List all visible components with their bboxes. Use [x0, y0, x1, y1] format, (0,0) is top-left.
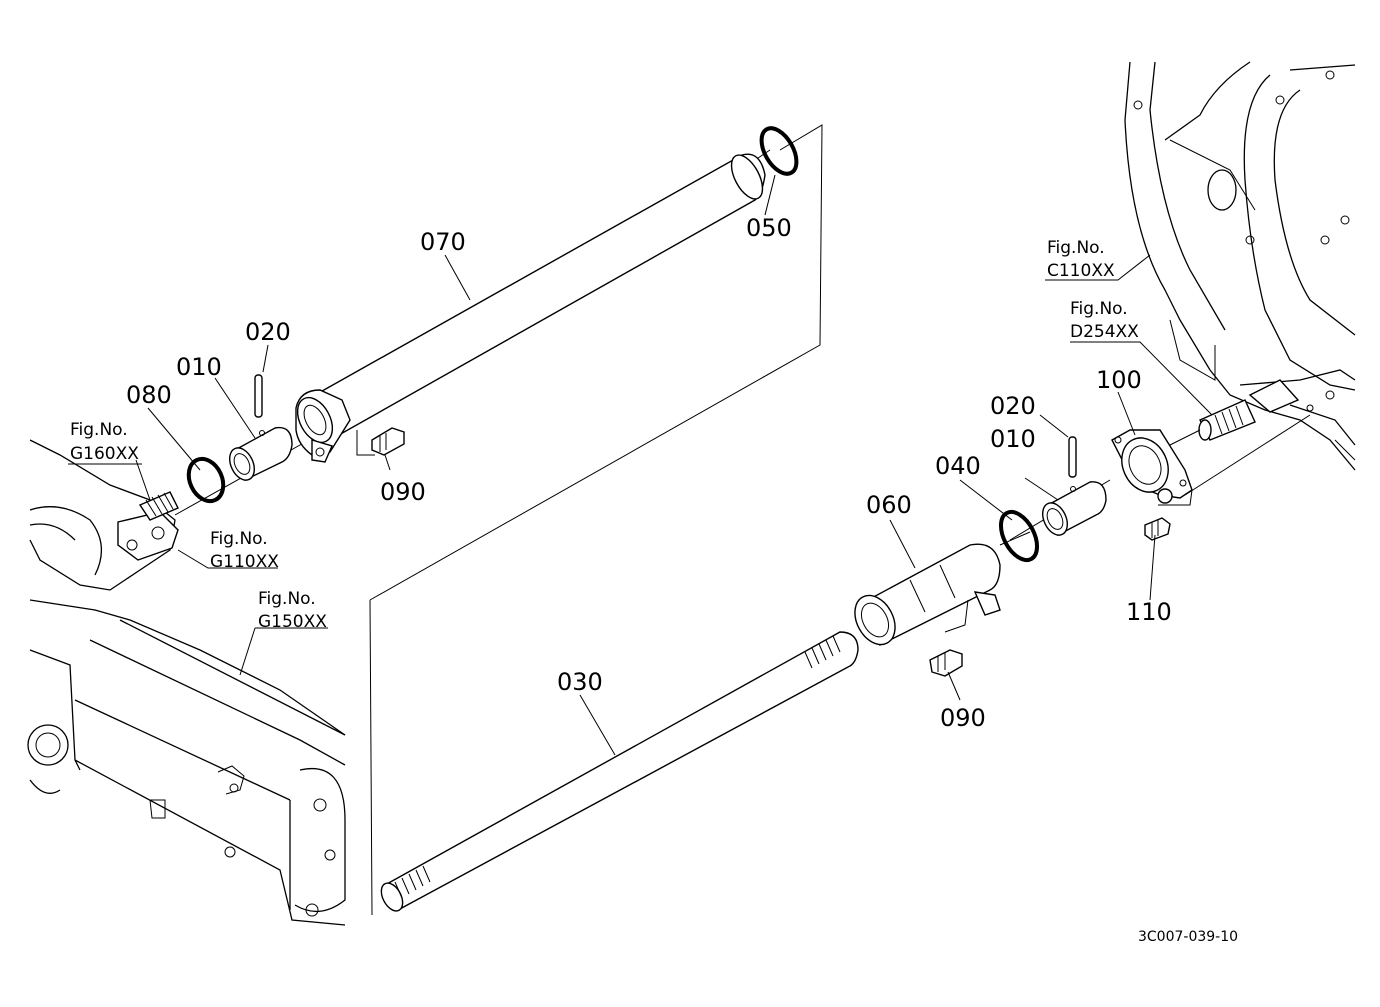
right-housing-drawing: [1124, 61, 1356, 471]
part-020-pin-right[interactable]: [1068, 436, 1077, 478]
part-090-bolt-lower[interactable]: [929, 649, 963, 677]
part-010-bushing-right[interactable]: [1038, 481, 1107, 539]
part-070-tube[interactable]: [290, 150, 768, 463]
part-110-bolt[interactable]: [1144, 517, 1171, 541]
fig-ref-g160-code: G160XX: [70, 444, 139, 464]
label-010-left: 010: [176, 353, 222, 381]
label-030: 030: [557, 668, 603, 696]
label-020-left: 020: [245, 318, 291, 346]
part-040-o-ring[interactable]: [994, 506, 1045, 566]
fig-ref-g110-code: G110XX: [210, 552, 279, 572]
part-030-shaft[interactable]: [377, 631, 859, 914]
label-100: 100: [1096, 366, 1142, 394]
part-090-bolt-upper[interactable]: [356, 427, 405, 456]
part-100-flange[interactable]: [1111, 429, 1193, 506]
label-090-upper: 090: [380, 478, 426, 506]
label-020-right: 020: [990, 392, 1036, 420]
part-050-o-ring[interactable]: [754, 122, 803, 179]
fig-ref-c110-code: C110XX: [1047, 261, 1115, 281]
fig-ref-g150-label: Fig.No.: [258, 589, 316, 609]
label-010-right: 010: [990, 425, 1036, 453]
fig-ref-d254-code: D254XX: [1070, 322, 1139, 342]
part-010-bushing-left[interactable]: [225, 426, 293, 484]
label-050: 050: [746, 214, 792, 242]
drawing-code: 3C007-039-10: [1138, 929, 1238, 945]
part-020-pin-left[interactable]: [254, 374, 263, 418]
fig-ref-g160-label: Fig.No.: [70, 420, 128, 440]
fig-ref-c110-label: Fig.No.: [1047, 238, 1105, 258]
fig-ref-g150-code: G150XX: [258, 612, 327, 632]
label-060: 060: [866, 491, 912, 519]
part-labels: 070 050 020 010 080 090 030 060 040 010 …: [126, 214, 1172, 732]
label-040: 040: [935, 452, 981, 480]
assembly-axis-lines: [174, 124, 1311, 916]
part-060-housing[interactable]: [847, 543, 1001, 651]
label-110: 110: [1126, 598, 1172, 626]
fig-ref-g110-label: Fig.No.: [210, 529, 268, 549]
label-070: 070: [420, 228, 466, 256]
figure-reference-labels: Fig.No. G160XX Fig.No. G110XX Fig.No. G1…: [68, 238, 1139, 632]
left-housing-drawing: [27, 439, 346, 926]
label-090-lower: 090: [940, 704, 986, 732]
label-080: 080: [126, 381, 172, 409]
part-080-o-ring[interactable]: [182, 453, 230, 506]
fig-ref-d254-label: Fig.No.: [1070, 299, 1128, 319]
leader-lines: [135, 174, 1213, 756]
